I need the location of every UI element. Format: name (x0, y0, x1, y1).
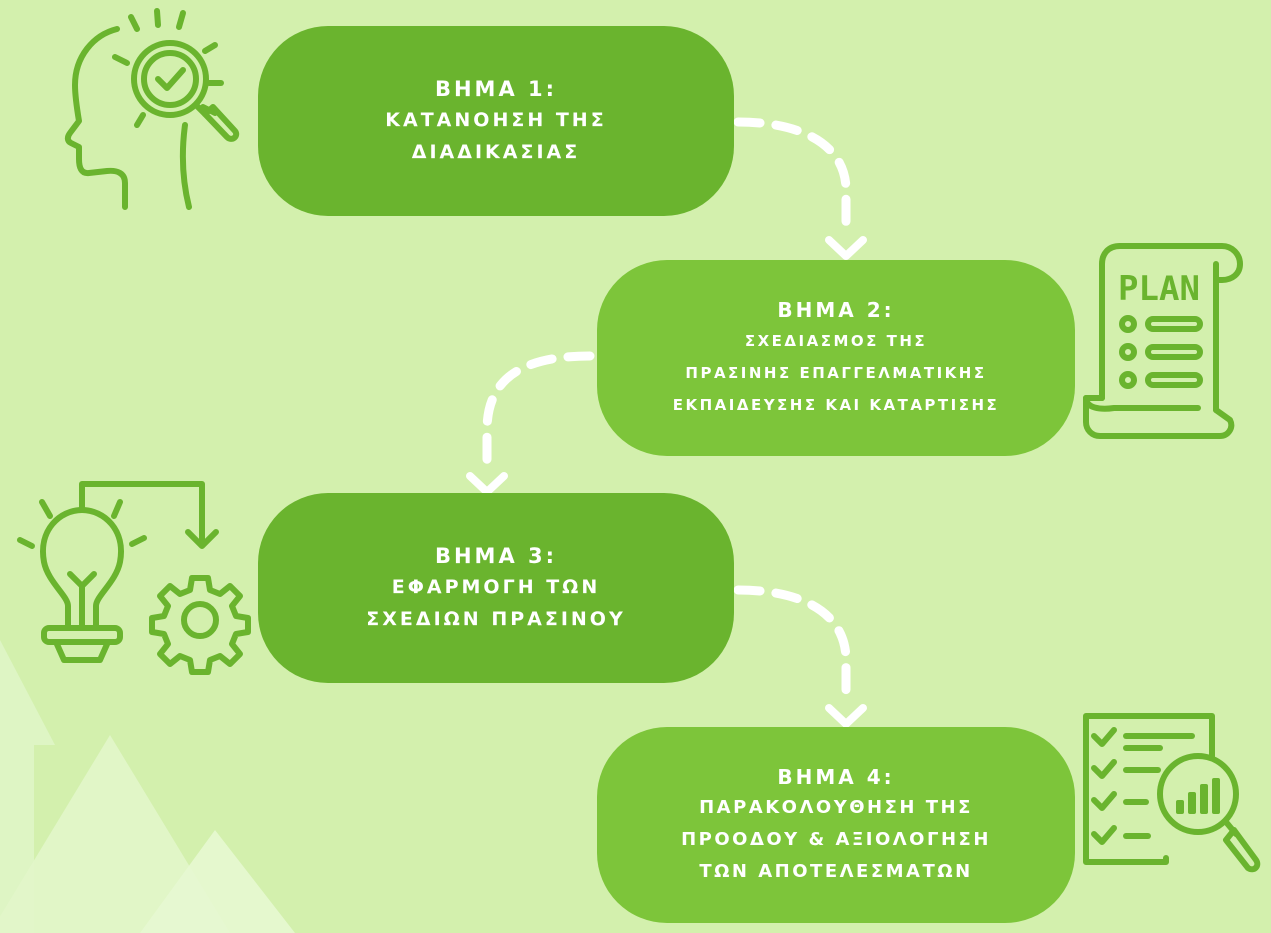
step-2-line-2: ΠΡΑΣΙΝΗΣ ΕΠΑΓΓΕΛΜΑΤΙΚΗΣ (685, 364, 987, 382)
head-magnifier-check-icon (64, 8, 240, 210)
step-3-box: ΒΗΜΑ 3: ΕΦΑΡΜΟΓΗ ΤΩΝ ΣΧΕΔΙΩΝ ΠΡΑΣΙΝΟΥ (258, 493, 734, 683)
step-3-line-2: ΣΧΕΔΙΩΝ ΠΡΑΣΙΝΟΥ (366, 608, 626, 630)
arrowhead-1-2 (825, 236, 867, 260)
step-1-box: ΒΗΜΑ 1: ΚΑΤΑΝΟΗΣΗ ΤΗΣ ΔΙΑΔΙΚΑΣΙΑΣ (258, 26, 734, 216)
step-1-title: ΒΗΜΑ 1: (434, 77, 558, 101)
step-4-line-2: ΠΡΟΟΔΟΥ & ΑΞΙΟΛΟΓΗΣΗ (681, 829, 991, 850)
checklist-magnifier-chart-icon (1083, 713, 1261, 873)
step-2-box: ΒΗΜΑ 2: ΣΧΕΔΙΑΣΜΟΣ ΤΗΣ ΠΡΑΣΙΝΗΣ ΕΠΑΓΓΕΛΜ… (597, 260, 1075, 456)
step-1-line-2: ΔΙΑΔΙΚΑΣΙΑΣ (411, 141, 581, 163)
step-4-line-1: ΠΑΡΑΚΟΛΟΥΘΗΣΗ ΤΗΣ (699, 797, 973, 818)
connector-2-3 (482, 351, 595, 475)
step-4-line-3: ΤΩΝ ΑΠΟΤΕΛΕΣΜΑΤΩΝ (699, 861, 973, 882)
plan-scroll-icon: PLAN (1083, 243, 1243, 439)
step-2-title: ΒΗΜΑ 2: (777, 298, 895, 322)
step-2-line-1: ΣΧΕΔΙΑΣΜΟΣ ΤΗΣ (744, 332, 928, 350)
plan-label: PLAN (1118, 269, 1200, 309)
step-4-box: ΒΗΜΑ 4: ΠΑΡΑΚΟΛΟΥΘΗΣΗ ΤΗΣ ΠΡΟΟΔΟΥ & ΑΞΙΟ… (597, 727, 1075, 923)
step-1-line-1: ΚΑΤΑΝΟΗΣΗ ΤΗΣ (385, 109, 607, 131)
arrowhead-2-3 (466, 472, 508, 496)
step-2-line-3: ΕΚΠΑΙΔΕΥΣΗΣ ΚΑΙ ΚΑΤΑΡΤΙΣΗΣ (672, 396, 1000, 414)
connector-3-4 (733, 585, 851, 710)
step-3-line-1: ΕΦΑΡΜΟΓΗ ΤΩΝ (391, 576, 601, 598)
arrowhead-3-4 (825, 704, 867, 728)
step-4-title: ΒΗΜΑ 4: (777, 765, 895, 789)
lightbulb-gear-icon (17, 481, 251, 675)
bar-chart-glyph (1176, 778, 1220, 814)
connector-1-2 (733, 117, 851, 240)
step-3-title: ΒΗΜΑ 3: (434, 544, 558, 568)
